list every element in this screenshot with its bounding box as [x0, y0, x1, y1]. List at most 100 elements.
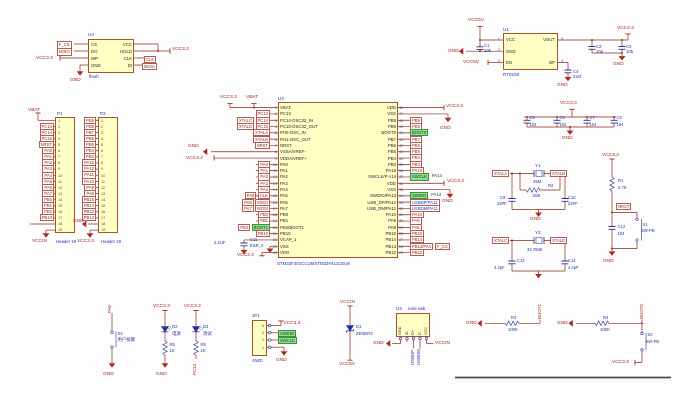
regulator-ref: U1	[503, 26, 509, 32]
net-vcc5: VCC5V	[339, 362, 355, 367]
mcu-pin-row: 1 VBAT VDD 48	[274, 105, 404, 111]
c6-value: 104	[559, 121, 567, 127]
net-gnd: GND	[440, 125, 451, 131]
net-port-xtalb: XTALB	[550, 170, 567, 178]
c14-value: 4.3pF	[568, 264, 579, 270]
net-port-miso: MISO	[57, 48, 72, 56]
c10-ref: C10	[568, 194, 576, 200]
net-vcc33: VCC3.3	[237, 252, 254, 258]
c11-note: ESR_3	[250, 243, 264, 248]
net-gnd: GND	[562, 136, 573, 141]
net-gnd: GND	[530, 217, 541, 222]
usb-body	[396, 313, 430, 337]
mcu-pin-row: 24 VDD PB12 25 PB12	[272, 248, 425, 257]
net-vcc33: VCC3.3	[560, 100, 577, 106]
swd-header-body	[252, 320, 267, 356]
led-d3-label: 测试	[203, 330, 212, 336]
usb-pin-dp: D+	[411, 330, 415, 335]
c9-ref: C9	[500, 194, 506, 200]
s1-ref: S1	[642, 221, 648, 227]
user-key-ref: S3	[117, 330, 123, 336]
net-port-xtald: XTALD	[550, 237, 568, 245]
net-vcc5: VCC5V	[468, 17, 484, 23]
net-vccin: VCCIN	[435, 340, 450, 346]
net-label-usbdp: USBDP	[409, 349, 415, 365]
net-vbat: VBAT	[246, 95, 259, 100]
c12-ref: C12	[617, 224, 626, 229]
s2-type: SW-PB	[645, 338, 660, 344]
p2-ref: P2	[100, 110, 106, 116]
net-vcc33: VCC3.3	[184, 304, 201, 309]
flash-chip-body	[88, 39, 134, 73]
r2-value: 1M0	[532, 193, 541, 198]
s2-ref: S2	[647, 332, 653, 337]
c3-ref: C3	[626, 43, 632, 49]
c5-value: 104	[529, 121, 537, 127]
r6-ref: R6	[200, 341, 206, 347]
y1-value: 25M	[533, 179, 542, 184]
net-port-swclk: SWCLK	[278, 337, 297, 345]
c3-value: 105	[626, 48, 633, 54]
c7-ref: C7	[589, 115, 595, 120]
net-port-mosi: MOSI	[142, 62, 157, 70]
mcu-pin-row: PA1 11 PA1 PA15 38 PA15	[258, 167, 424, 175]
net-gnd: GND	[603, 259, 614, 264]
net-vcc33: VCC3.3	[36, 55, 53, 61]
usb-pin-vcc: VCC	[424, 326, 428, 335]
net-vcc5: VCC5V	[463, 59, 479, 65]
c13-value: 4.3pF	[494, 264, 505, 270]
y2-value: 32.768K	[527, 246, 543, 252]
mcu-ref: U2	[278, 95, 284, 101]
net-gnd: GND	[188, 144, 199, 149]
c5-ref: C5	[529, 115, 535, 120]
net-gnd: GND	[613, 61, 624, 67]
c14-ref: C14	[568, 258, 576, 263]
net-label-pc13: PC13	[191, 364, 197, 375]
c13-ref: C13	[517, 258, 525, 263]
net-gnd: GND	[466, 320, 477, 326]
r1-ref: R1	[618, 177, 624, 183]
y1-ref: Y1	[535, 163, 541, 168]
usb-pin-gnd: GND	[398, 326, 402, 335]
zener-ref: D1	[356, 324, 362, 329]
usb-pin-dm: D-	[417, 330, 422, 335]
net-vbat: VBAT	[28, 108, 41, 113]
net-port-xtalc: XTALC	[492, 237, 510, 245]
header-p2-body	[98, 117, 118, 233]
net-port-nrst: NRST	[616, 202, 632, 210]
net-gnd: GND	[373, 340, 384, 346]
net-port-xtala: XTALA	[492, 170, 509, 178]
r2-ref: R2	[548, 182, 554, 188]
net-vcc33: VCC3.3	[612, 359, 629, 365]
regulator-part: RT9193	[503, 71, 520, 77]
regulator-body	[503, 33, 558, 70]
c4-value: 22nf	[573, 74, 582, 79]
net-vcc33: VCC3.3	[153, 304, 170, 309]
r3-value: 100K	[508, 326, 518, 332]
mcu-pin-row: 9 VDDA/VREF+ PB4 40 PB4	[274, 154, 422, 162]
net-label-boot1: BOOT1	[536, 304, 542, 319]
c11-value: 2.2UF	[214, 240, 226, 245]
usb-ref: U3	[396, 306, 402, 311]
c7-value: 104	[589, 121, 597, 127]
r3-ref: R3	[511, 314, 517, 320]
header-p1-body	[55, 117, 75, 233]
c1-ref: C1	[484, 42, 490, 48]
net-label-usbdm: USBDM	[416, 349, 421, 365]
net-vccin: VCCIN	[32, 238, 47, 244]
user-key-label: 用户按键	[117, 336, 136, 342]
net-vccin: VCCIN	[340, 299, 355, 305]
